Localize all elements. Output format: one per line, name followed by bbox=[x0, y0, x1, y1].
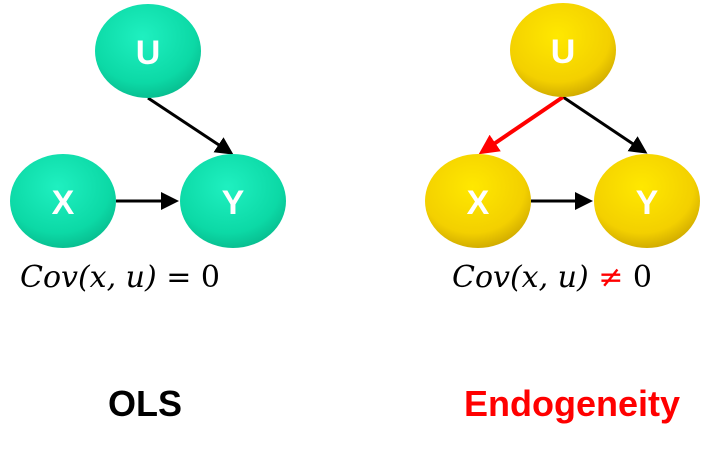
node-u-label: U bbox=[551, 33, 576, 71]
node-x: X bbox=[425, 154, 531, 248]
arrow-u-to-y bbox=[147, 96, 234, 155]
equation-rhs: 0 bbox=[200, 260, 221, 295]
node-y: Y bbox=[594, 154, 700, 248]
node-u: U bbox=[95, 4, 201, 98]
endogeneity-caption: Endogeneity bbox=[463, 383, 681, 424]
node-y-label: Y bbox=[222, 184, 245, 222]
equation-operator: ≠ bbox=[598, 260, 624, 295]
arrow-u-to-x bbox=[478, 95, 565, 155]
ols-caption: OLS bbox=[107, 383, 182, 424]
ols-equation: Cov(x, u) = 0 bbox=[20, 260, 220, 295]
ols-diagram: U X Y bbox=[10, 4, 286, 248]
node-u: U bbox=[510, 3, 616, 97]
node-y-label: Y bbox=[636, 184, 659, 222]
equation-operator: = bbox=[166, 260, 192, 295]
node-x: X bbox=[10, 154, 116, 248]
node-x-label: X bbox=[52, 184, 75, 222]
node-y: Y bbox=[180, 154, 286, 248]
node-u-label: U bbox=[136, 34, 161, 72]
node-x-label: X bbox=[467, 184, 490, 222]
equation-lhs: Cov(x, u) bbox=[20, 260, 157, 295]
equation-lhs: Cov(x, u) bbox=[452, 260, 589, 295]
endogeneity-diagram: U X Y bbox=[425, 3, 700, 248]
arrow-u-to-y bbox=[562, 95, 648, 154]
equation-rhs: 0 bbox=[632, 260, 653, 295]
endogeneity-equation: Cov(x, u) ≠ 0 bbox=[452, 260, 652, 295]
